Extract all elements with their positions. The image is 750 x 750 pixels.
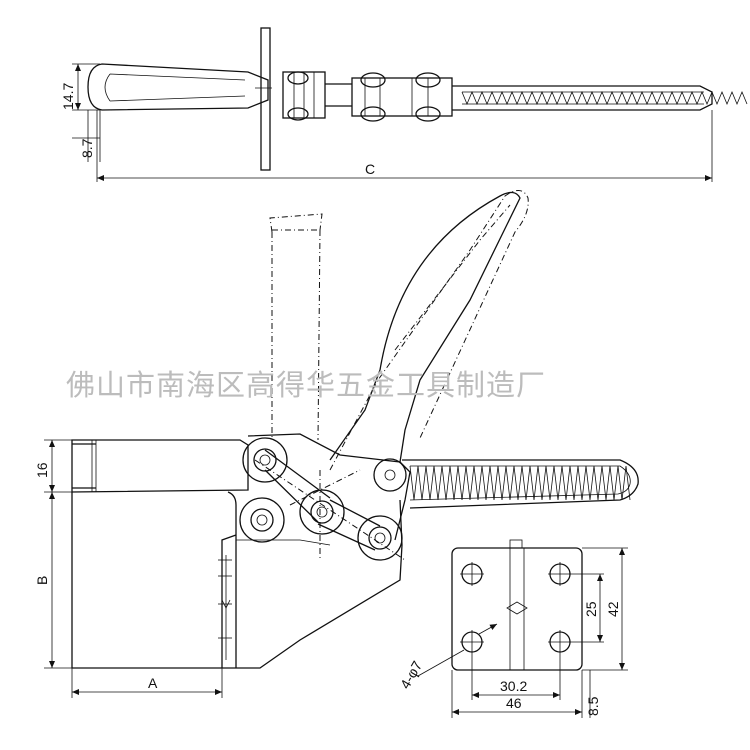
dim-body-height: B <box>34 576 50 585</box>
dim-handle-thickness: 14.7 <box>60 83 76 110</box>
dim-base-height: 42 <box>605 601 621 617</box>
watermark-text: 佛山市南海区高得华五金工具制造厂 <box>66 368 546 402</box>
dim-hole-spacing-short: 25 <box>583 601 599 617</box>
dim-handle-offset: 8.7 <box>79 138 95 158</box>
top-view: 14.7 8.7 C <box>60 27 748 182</box>
dim-overall-length: C <box>365 161 375 177</box>
dim-arm-height: 16 <box>34 462 50 478</box>
dim-bottom-offset: 8.5 <box>585 696 601 716</box>
dim-base-width: 46 <box>506 695 522 711</box>
dim-hole-spacing-long: 30.2 <box>500 678 527 694</box>
base-plate-view: 25 42 8.5 30.2 46 4-φ7 <box>397 539 628 718</box>
dim-body-length: A <box>148 675 158 691</box>
side-view: 16 B A <box>34 190 639 698</box>
